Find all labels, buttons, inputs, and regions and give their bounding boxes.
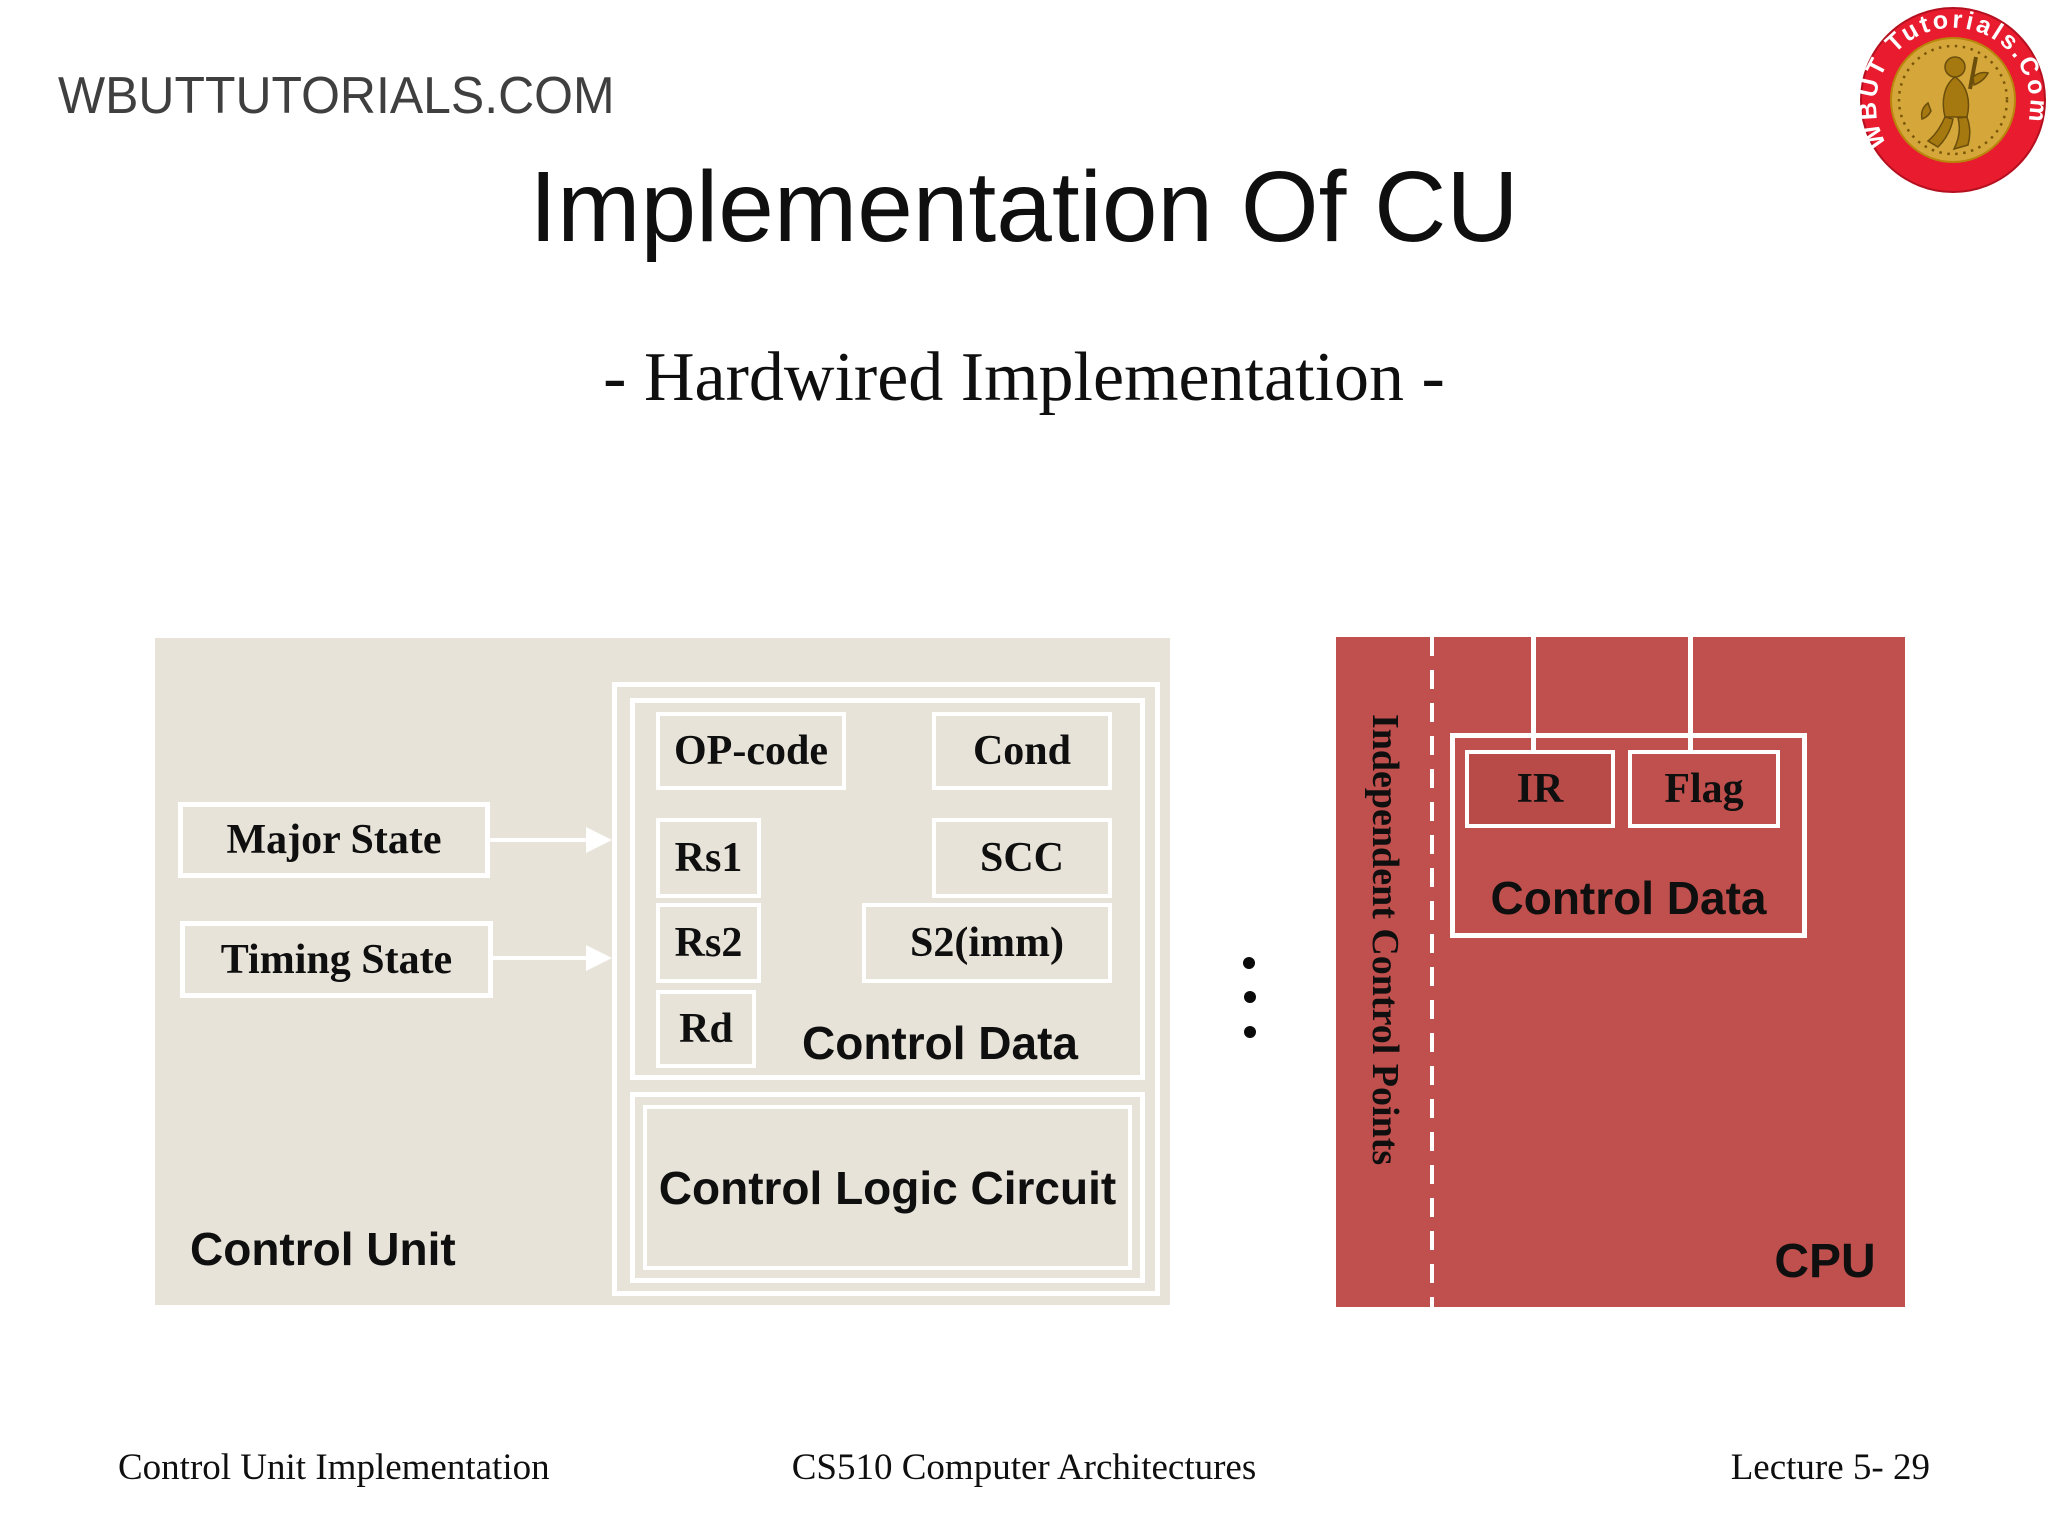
instruction-register-container (612, 682, 1160, 1296)
field-rs2: Rs2 (656, 903, 761, 983)
cpu-control-data-label: Control Data (1490, 872, 1767, 924)
control-logic-circuit-box: Control Logic Circuit (630, 1092, 1145, 1283)
flag-connector-line (1688, 637, 1693, 752)
wbut-tutorials-logo: WBUT Tutorials.Com (1858, 5, 2048, 193)
major-state-box: Major State (178, 802, 490, 878)
site-watermark: WBUTTUTORIALS.COM (58, 67, 615, 125)
field-s2imm: S2(imm) (862, 903, 1112, 983)
logo-deity-figure (1920, 56, 1990, 151)
page-subtitle: - Hardwired Implementation - (603, 339, 1445, 416)
control-unit-label: Control Unit (190, 1223, 456, 1275)
page-title: Implementation Of CU (529, 151, 1519, 263)
footer-page-number: Lecture 5- 29 (1730, 1447, 1930, 1488)
control-data-label: Control Data (802, 1017, 1078, 1069)
field-opcode: OP-code (656, 712, 846, 790)
footer-lecture-title: Control Unit Implementation (118, 1447, 550, 1488)
field-rd: Rd (656, 990, 756, 1068)
major-state-arrow (490, 838, 586, 842)
ellipsis-dot (1244, 991, 1256, 1003)
flag-register-box: Flag (1628, 750, 1780, 828)
cpu-dashed-divider (1430, 637, 1434, 1307)
cpu-control-data-box (1450, 733, 1807, 938)
timing-state-box: Timing State (180, 921, 493, 998)
field-rs1: Rs1 (656, 818, 761, 898)
ellipsis-dot (1244, 1026, 1256, 1038)
independent-control-points-label: Independent Control Points (1364, 714, 1406, 1166)
ir-register-box: IR (1465, 750, 1615, 828)
footer-course-name: CS510 Computer Architectures (791, 1447, 1257, 1488)
ir-connector-line (1531, 637, 1536, 752)
field-scc: SCC (932, 818, 1112, 898)
ellipsis-dot (1243, 957, 1255, 969)
control-logic-circuit-label: Control Logic Circuit (658, 1161, 1117, 1214)
logo-dotted-ring (1897, 44, 2009, 156)
control-logic-circuit-inner-box: Control Logic Circuit (643, 1105, 1132, 1270)
timing-state-arrow (493, 956, 586, 960)
cpu-label: CPU (1774, 1235, 1876, 1288)
control-data-fields-box (630, 698, 1145, 1080)
field-cond: Cond (932, 712, 1112, 790)
